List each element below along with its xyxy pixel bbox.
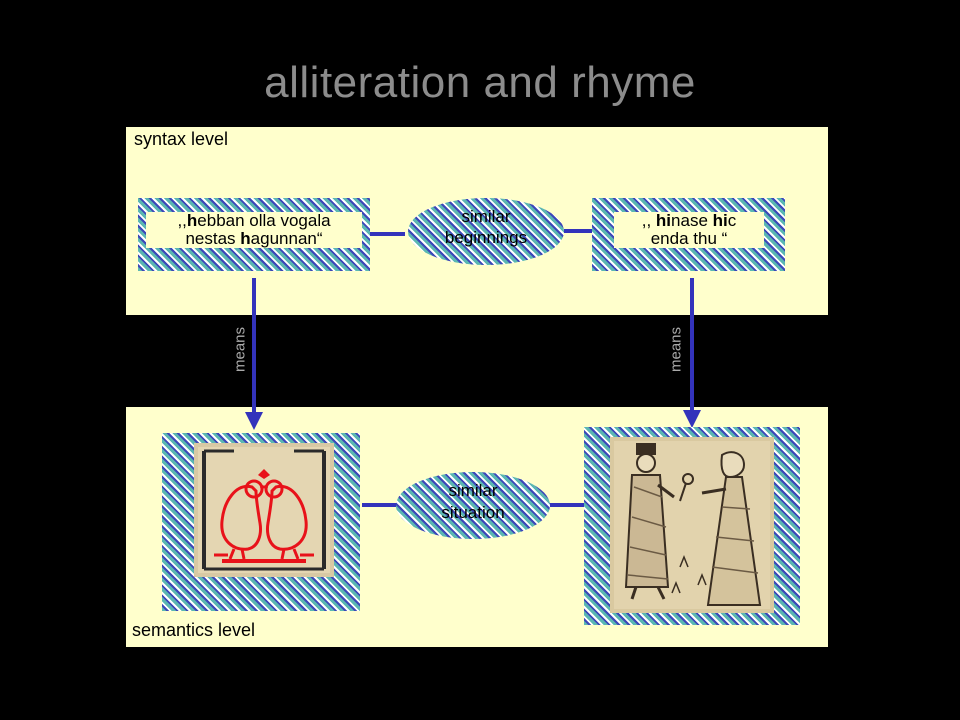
oval-bottom-line2: situation bbox=[441, 503, 505, 522]
right-quote-box: ,, hinase hic enda thu “ bbox=[592, 198, 785, 271]
right-quote-text: ,, hinase hic enda thu “ bbox=[614, 212, 764, 248]
left-quote-box: ,,hebban olla vogala nestas hagunnan“ bbox=[138, 198, 370, 271]
medieval-couple-woodcut-image bbox=[610, 437, 774, 613]
quote-text-line2: enda thu “ bbox=[650, 229, 728, 248]
kissing-birds-woodcut-image bbox=[194, 443, 334, 577]
alliteration-letter: h bbox=[186, 211, 198, 230]
quote-text-line2-end: agunnan“ bbox=[250, 229, 323, 248]
semantics-level-label: semantics level bbox=[132, 620, 256, 640]
quote-text-line1-end: c bbox=[727, 211, 737, 230]
oval-top-line2: beginnings bbox=[444, 228, 528, 247]
quote-mark: ,, bbox=[641, 211, 656, 230]
alliteration-letter: hi bbox=[712, 211, 728, 230]
left-quote-text: ,,hebban olla vogala nestas hagunnan“ bbox=[146, 212, 362, 248]
alliteration-letter: hi bbox=[655, 211, 672, 230]
means-arrowhead-left bbox=[245, 412, 263, 430]
means-label-left: means bbox=[231, 326, 249, 373]
left-image-frame bbox=[162, 433, 360, 611]
syntax-level-label: syntax level bbox=[134, 129, 229, 149]
means-arrowhead-right bbox=[683, 410, 701, 428]
oval-bottom-line1: similar bbox=[448, 481, 498, 500]
similar-beginnings-oval: similar beginnings bbox=[408, 198, 564, 265]
means-label-right: means bbox=[667, 326, 685, 373]
oval-top-line1: similar bbox=[461, 207, 511, 226]
slide-title: alliteration and rhyme bbox=[264, 58, 696, 107]
quote-text-line1: nase bbox=[671, 211, 713, 230]
similar-situation-oval: similar situation bbox=[396, 472, 550, 539]
alliteration-letter: h bbox=[240, 229, 251, 248]
quote-text-line2-start: nestas bbox=[185, 229, 241, 248]
right-image-frame bbox=[584, 427, 800, 625]
quote-text-line1: ebban olla vogala bbox=[197, 211, 331, 230]
quote-mark: ,, bbox=[177, 211, 187, 230]
